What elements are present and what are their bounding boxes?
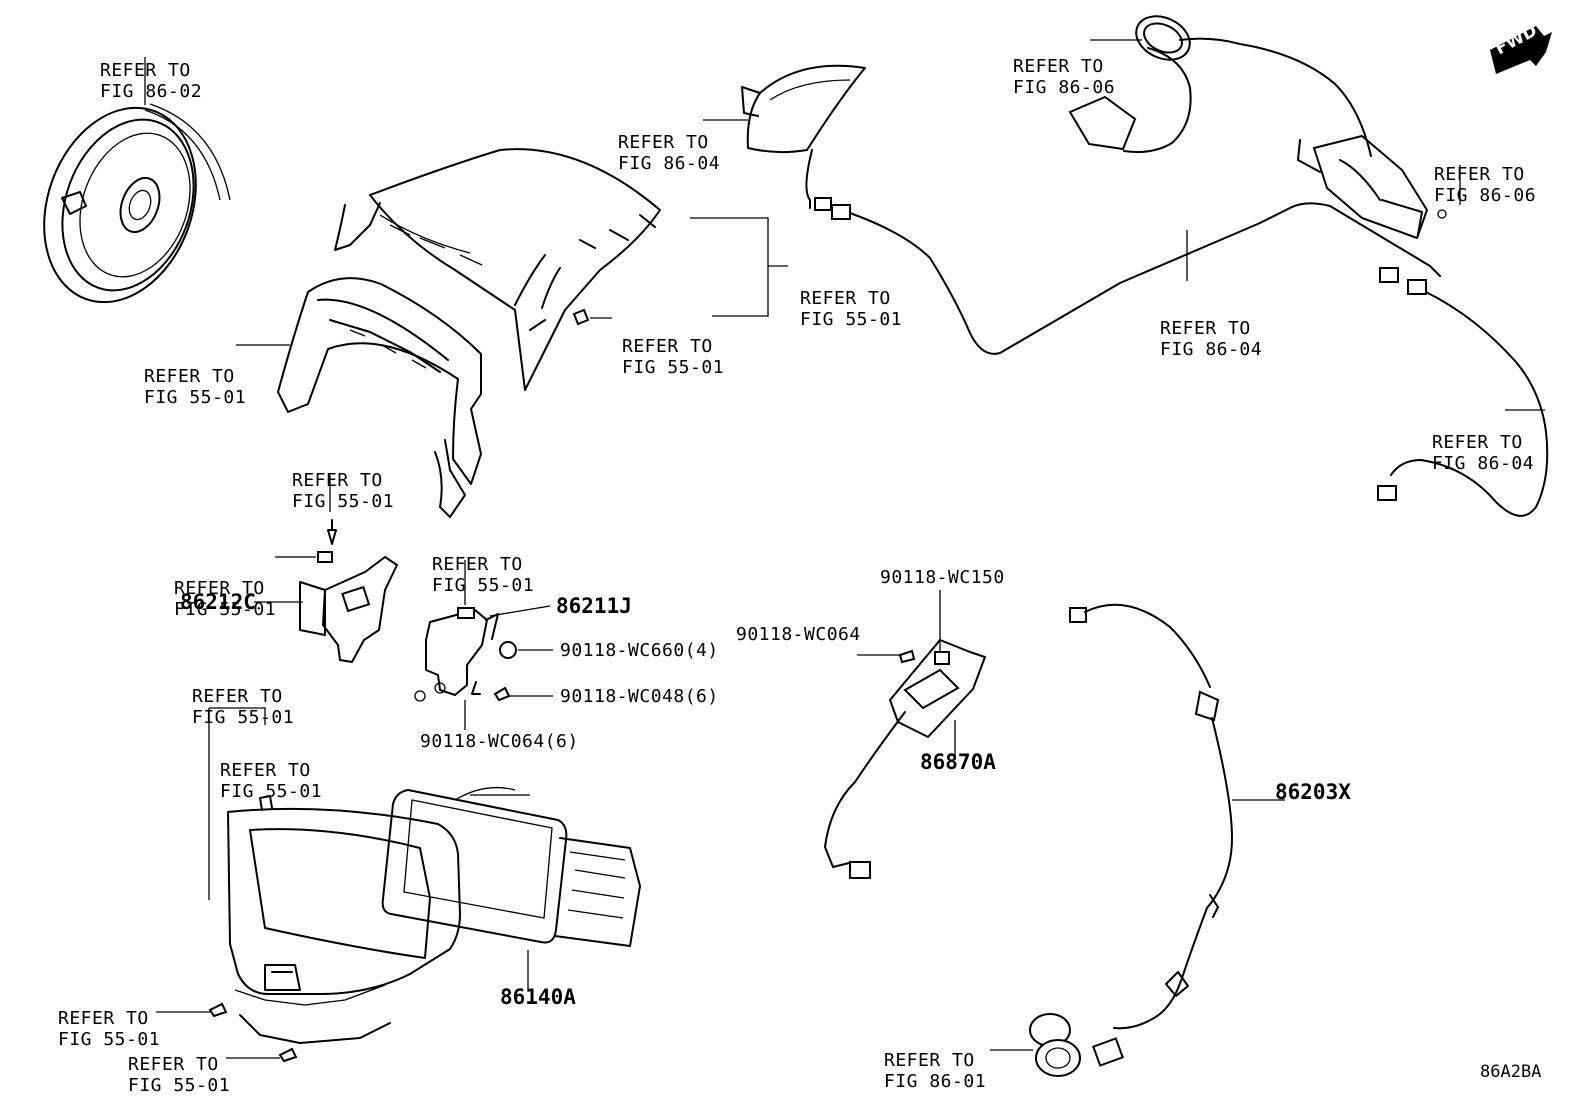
receiver-86870a-drawing bbox=[824, 639, 986, 879]
antenna-drawing bbox=[741, 64, 1549, 517]
diagram-code: 86A2BA bbox=[1480, 1062, 1542, 1082]
part-number-86212c: 86212C bbox=[180, 590, 256, 614]
bracket-86212c-drawing bbox=[299, 519, 398, 663]
fwd-arrow-icon bbox=[1490, 26, 1552, 74]
leader-line bbox=[489, 605, 551, 617]
part-number-90118-wc048: 90118-WC048(6) bbox=[560, 686, 719, 707]
part-number-86203x: 86203X bbox=[1275, 780, 1351, 804]
cluster-hood-drawing bbox=[334, 148, 661, 391]
part-number-90118-wc064-6: 90118-WC064(6) bbox=[420, 731, 579, 752]
leader-line bbox=[208, 707, 266, 900]
speaker-drawing bbox=[43, 103, 231, 304]
display-unit-drawing bbox=[381, 786, 641, 947]
screw-drawing bbox=[208, 1002, 228, 1018]
bracket-86211j-drawing bbox=[414, 607, 499, 702]
nut-drawing bbox=[499, 641, 517, 659]
part-number-86870a: 86870A bbox=[920, 750, 996, 774]
usb-cable-86203x-drawing bbox=[1029, 603, 1233, 1077]
screw-drawing bbox=[493, 686, 511, 702]
screw-drawing bbox=[278, 1047, 298, 1063]
clip-drawing bbox=[572, 308, 590, 326]
part-number-90118-wc150: 90118-WC150 bbox=[880, 567, 1005, 588]
part-number-86211j: 86211J bbox=[556, 594, 632, 618]
camera-module-drawing bbox=[1068, 15, 1447, 239]
center-bezel-drawing bbox=[227, 795, 461, 1044]
part-number-90118-wc064: 90118-WC064 bbox=[736, 624, 861, 645]
part-number-86140a: 86140A bbox=[500, 985, 576, 1009]
leader-line bbox=[690, 217, 769, 317]
cluster-bezel-drawing bbox=[277, 277, 482, 518]
clip-drawing bbox=[317, 551, 333, 563]
part-number-90118-wc660: 90118-WC660(4) bbox=[560, 640, 719, 661]
